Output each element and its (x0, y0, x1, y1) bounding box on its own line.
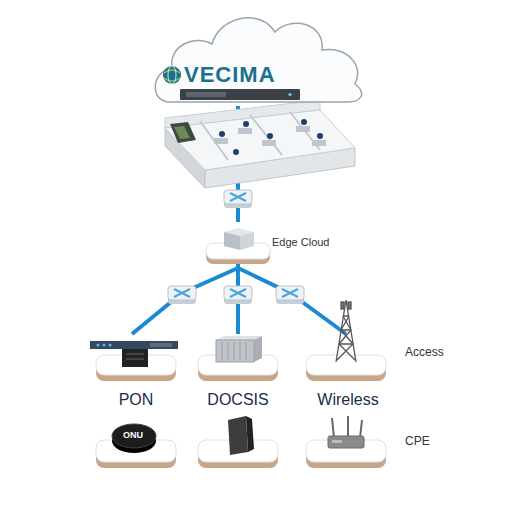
access-tile (96, 355, 176, 381)
node-label: Edge Cloud (272, 235, 330, 249)
illustration-part (222, 342, 246, 360)
access-node: Wireless (300, 334, 396, 412)
router-icon (224, 190, 252, 208)
illustration-part (328, 436, 364, 448)
cable-modem (228, 416, 254, 455)
network-link (238, 262, 346, 334)
server-panel (186, 92, 226, 97)
wireless-cpe (328, 416, 364, 448)
cell-tower (336, 300, 356, 362)
network-link (132, 262, 238, 334)
illustration-part (150, 343, 172, 347)
illustration-part (347, 416, 349, 436)
logo-globe (163, 66, 181, 84)
tier-label: Access (405, 345, 444, 359)
edge-cloud-tile (206, 228, 270, 264)
illustration-part (312, 140, 326, 146)
illustration-part (216, 340, 254, 362)
illustration-part (230, 289, 246, 297)
illustration-part (216, 336, 262, 340)
illustration-part (224, 286, 252, 300)
illustration-part (224, 190, 252, 204)
server-led (288, 93, 291, 96)
illustration-part (224, 232, 240, 250)
access-node: DOCSIS (193, 334, 283, 412)
illustration-part (262, 140, 276, 146)
illustration-part (109, 344, 112, 347)
illustration-part (126, 359, 144, 360)
node-label: VECIMA (184, 63, 408, 87)
node-label: PON (119, 391, 154, 409)
server-unit (180, 89, 300, 100)
olt-device (90, 341, 178, 367)
cloud-node: VECIMA (150, 2, 408, 106)
illustration-part (228, 416, 248, 455)
illustration-part (243, 121, 249, 127)
illustration-part (296, 126, 310, 132)
illustration-part (337, 316, 355, 360)
access-node: PON (91, 334, 181, 412)
cloud-outline (150, 2, 368, 106)
logo-meridian (168, 66, 176, 84)
illustration-part (332, 440, 342, 443)
illustration-part (348, 302, 351, 309)
illustration-part (214, 138, 228, 144)
illustration-part (165, 110, 355, 170)
illustration-part (168, 286, 196, 300)
cable-node-device (216, 336, 262, 362)
router-icon (276, 286, 304, 304)
illustration-part (317, 133, 323, 139)
illustration-part (126, 354, 144, 355)
node-label: DOCSIS (207, 391, 268, 409)
illustration-part (336, 300, 356, 362)
router-icon (224, 286, 252, 304)
illustration-part (97, 344, 100, 347)
cloud-shape (155, 18, 361, 102)
edge-cloud-node: Edge Cloud (200, 222, 340, 262)
illustration-part (103, 344, 106, 347)
illustration-part (233, 149, 239, 155)
illustration-part (254, 336, 262, 362)
tier-label: CPE (405, 434, 430, 448)
illustration-part (341, 302, 344, 309)
illustration-part (112, 424, 156, 448)
access-tile (306, 355, 386, 381)
illustration-part (332, 418, 334, 438)
illustration-part (282, 289, 298, 297)
illustration-part (306, 355, 386, 375)
illustration-part (174, 289, 190, 297)
illustration-part (240, 232, 254, 250)
logo-swoosh (164, 70, 180, 81)
illustration-part (170, 122, 196, 143)
router-icon (168, 286, 196, 304)
illustration-part (238, 128, 252, 134)
node-label: Wireless (317, 391, 378, 409)
illustration-part (200, 121, 228, 160)
illustration-part (230, 193, 246, 201)
illustration-part (174, 126, 190, 139)
illustration-part (219, 131, 225, 137)
illustration-part (276, 286, 304, 300)
illustration-part (122, 349, 148, 367)
illustration-part (250, 115, 282, 155)
device-label: ONU (118, 430, 148, 441)
illustration-part (360, 420, 362, 438)
data-center (165, 100, 355, 188)
illustration-part (90, 341, 178, 349)
onu-device (112, 424, 156, 453)
illustration-part (301, 119, 307, 125)
illustration-part (267, 133, 273, 139)
